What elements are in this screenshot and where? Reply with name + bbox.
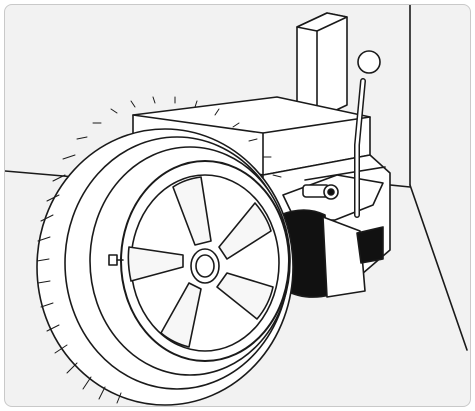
spindle-bolt	[302, 184, 339, 200]
lever-arm	[354, 50, 381, 218]
rim-spokes	[127, 176, 274, 348]
wheel-rim	[108, 174, 280, 352]
valve-stem-icon	[108, 254, 124, 266]
lever-knob-icon	[357, 50, 381, 74]
tire-tread	[36, 96, 282, 404]
wheel-balancer-illustration	[5, 5, 468, 406]
illustration-frame	[4, 4, 471, 407]
